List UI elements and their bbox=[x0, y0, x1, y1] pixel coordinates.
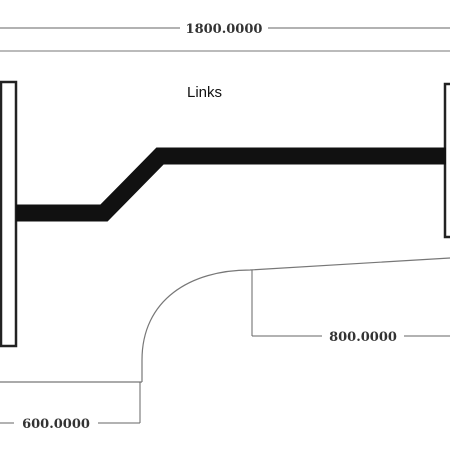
top-dimension-value: 1800.0000 bbox=[186, 22, 263, 37]
links-label: Links bbox=[187, 84, 222, 101]
top-dimension: 1800.0000 bbox=[0, 22, 450, 37]
right-dimension: 800.0000 bbox=[251, 270, 450, 345]
thick-link-path bbox=[16, 147, 446, 222]
left-end-plate bbox=[0, 80, 18, 348]
left-dimension: 600.0000 bbox=[0, 382, 141, 432]
curved-outline bbox=[141, 257, 450, 382]
left-dimension-value: 600.0000 bbox=[22, 417, 90, 432]
right-dimension-value: 800.0000 bbox=[329, 330, 397, 345]
